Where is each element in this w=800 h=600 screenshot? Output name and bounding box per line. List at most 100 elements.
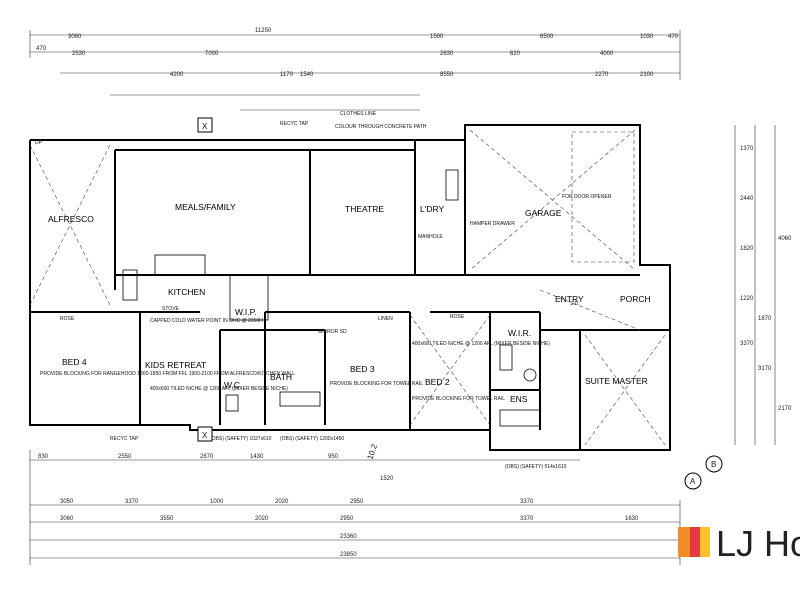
dim-overall-bottom-1: 23360: [340, 534, 357, 540]
note-mirror: MIRROR SD: [318, 329, 347, 335]
dim-top-6: 470: [668, 34, 679, 40]
room-garage: GARAGE: [525, 208, 562, 218]
dim-overall-bottom-2: 23850: [340, 552, 357, 558]
room-bed2: BED 2: [425, 377, 450, 387]
dim-bottom-18: 1630: [625, 516, 639, 522]
room-wc: W.C.: [224, 380, 242, 390]
marker-x-bottom: X: [202, 431, 208, 440]
compass-marker: A B: [684, 455, 723, 490]
dim-right-7: 3170: [758, 366, 772, 372]
dim-bottom-10: 2020: [275, 499, 289, 505]
marker-x-top: X: [202, 122, 208, 131]
dim-top-2: 3060: [68, 34, 82, 40]
room-kitchen: KITCHEN: [168, 287, 205, 297]
dim-right-3: 1820: [740, 246, 754, 252]
note-safety-1: (OBS) (SAFETY) 1027x610: [210, 436, 272, 442]
fixtures: [122, 169, 541, 427]
room-wip: W.I.P.: [235, 307, 257, 317]
dim-bottom-5: 950: [328, 454, 339, 460]
note-hamper-drawer: HAMPER DRAWER: [470, 221, 515, 227]
dim-bottom-14: 3550: [160, 516, 174, 522]
brand-logo: LJ Ho: [678, 523, 800, 564]
bottom-dimensions: [29, 450, 681, 565]
note-linen: LINEN: [378, 316, 393, 322]
note-safety-3: (OBS) (SAFETY) 514x1610: [505, 464, 567, 470]
room-ldry: L'DRY: [420, 204, 444, 214]
dim-top-5: 1030: [640, 34, 654, 40]
room-theatre: THEATRE: [345, 204, 384, 214]
room-bed3: BED 3: [350, 364, 375, 374]
marker-b: B: [711, 460, 716, 469]
dim-top-13: 1170: [280, 72, 294, 78]
dim-bottom-9: 1000: [210, 499, 224, 505]
room-meals-family: MEALS/FAMILY: [175, 202, 236, 212]
note-blocking-bed3: PROVIDE BLOCKING FOR TOWEL RAIL: [330, 381, 423, 387]
dim-top-7: 2530: [72, 51, 86, 57]
ceiling-lines: [29, 129, 666, 446]
room-kids-retreat: KIDS RETREAT: [145, 360, 206, 370]
room-porch: PORCH: [620, 294, 651, 304]
note-blocking-bed4: PROVIDE BLOCKING FOR RANGEHOOD 1800-1850…: [40, 371, 295, 377]
room-ens: ENS: [510, 394, 528, 404]
note-recyc-tap-top: RECYC TAP: [280, 121, 309, 127]
dim-bottom-8: 3370: [125, 499, 139, 505]
right-dimensions: [734, 125, 776, 445]
walls: [29, 124, 671, 451]
dim-bottom-17: 3370: [520, 516, 534, 522]
note-sd: S.D.: [570, 301, 580, 307]
section-marker-top: X: [197, 117, 213, 133]
room-suite-master: SUITE MASTER: [585, 376, 648, 386]
section-marker-bottom: X: [197, 426, 213, 442]
dim-bottom-4: 1430: [250, 454, 264, 460]
top-dimensions: [29, 30, 681, 111]
room-entry: ENTRY: [555, 294, 584, 304]
dim-bottom-13: 3060: [60, 516, 74, 522]
dim-top-12: 4200: [170, 72, 184, 78]
note-rose-2: ROSE: [450, 314, 465, 320]
note-safety-2: (OBS) (SAFETY) 1200x1450: [280, 436, 344, 442]
dim-top-17: 2100: [640, 72, 654, 78]
note-clothes-line: CLOTHES LINE: [340, 111, 377, 117]
note-level: 10.2: [365, 442, 379, 460]
marker-a: A: [690, 477, 696, 486]
room-alfresco: ALFRESCO: [48, 214, 94, 224]
dim-overall-top: 11250: [255, 28, 272, 34]
dim-top-4: 6500: [540, 34, 554, 40]
note-rose-1: ROSE: [60, 316, 75, 322]
logo-text: LJ Ho: [716, 523, 800, 564]
dim-right-9: 2170: [778, 406, 792, 412]
dim-bottom-3: 2670: [200, 454, 214, 460]
note-stove: STOVE: [162, 306, 180, 312]
note-manhole: MANHOLE: [418, 234, 443, 240]
dim-top-9: 2630: [440, 51, 454, 57]
note-blocking-bed2: PROVIDE BLOCKING FOR TOWEL RAIL: [412, 396, 505, 402]
dim-top-8: 7000: [205, 51, 219, 57]
dim-bottom-15: 2020: [255, 516, 269, 522]
dim-top-14: 1540: [300, 72, 314, 78]
note-dp-1: DP: [35, 140, 43, 146]
dim-right-6: 1870: [758, 316, 772, 322]
dim-bottom-7: 3050: [60, 499, 74, 505]
dim-right-2: 2440: [740, 196, 754, 202]
dim-bottom-2: 2550: [118, 454, 132, 460]
dim-top-1: 470: [36, 46, 47, 52]
dim-right-5: 3370: [740, 341, 754, 347]
note-door-opener: FOR DOOR OPENER: [562, 194, 612, 200]
note-capped-cold: CAPPED COLD WATER POINT IN OHC @ 2050H: [150, 318, 263, 324]
room-bed4: BED 4: [62, 357, 87, 367]
dim-right-8: 4060: [778, 236, 792, 242]
dim-bottom-12: 3370: [520, 499, 534, 505]
dim-top-15: 8550: [440, 72, 454, 78]
dim-bottom-16: 2950: [340, 516, 354, 522]
logo-block-2: [690, 527, 700, 557]
logo-block-1: [678, 527, 690, 557]
note-niche-ens: 400x600 TILED NICHE @ 1200 AFL (MIXER BE…: [412, 341, 550, 347]
dim-right-4: 1220: [740, 296, 754, 302]
dim-top-3: 1500: [430, 34, 444, 40]
logo-block-3: [700, 527, 710, 557]
dim-bottom-11: 2950: [350, 499, 364, 505]
note-niche-bath: 400x600 TILED NICHE @ 1200 AFL (MIXER BE…: [150, 386, 288, 392]
note-recyc-tap-bottom: RECYC TAP: [110, 436, 139, 442]
dim-right-1: 1370: [740, 146, 754, 152]
